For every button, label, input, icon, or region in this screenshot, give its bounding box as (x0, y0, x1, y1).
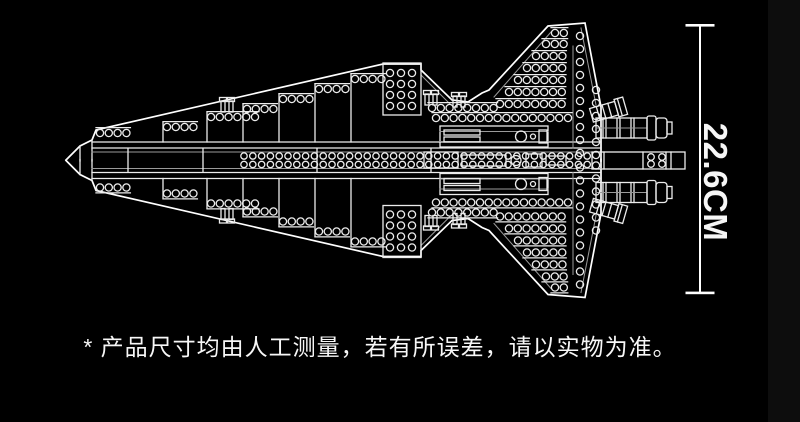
nose-cap-lines (79, 139, 93, 162)
shuttle-bottom-half-mirror (65, 158, 673, 299)
measurement-disclaimer: * 产品尺寸均由人工测量，若有所误差，请以实物为准。 (0, 328, 760, 362)
measurement-disclaimer-text: * 产品尺寸均由人工测量，若有所误差，请以实物为准。 (83, 334, 677, 360)
booster-nozzle (646, 115, 657, 141)
tail-rail (591, 151, 686, 170)
dimension-cap-top (685, 24, 715, 27)
dimension-annotation: 22.6CM (685, 24, 734, 295)
main-booster (595, 115, 673, 141)
fuselage-band-dividers (127, 148, 432, 173)
dimension-cap-bottom (685, 291, 715, 295)
plate-step-lines (162, 73, 352, 143)
hull-outline (64, 22, 602, 162)
shuttle-wireframe-drawing (64, 22, 686, 299)
shuttle-centerline-details (127, 148, 686, 173)
center-machinery (423, 151, 567, 169)
background-right-strip (768, 0, 800, 422)
deck-lines-gray (91, 27, 602, 153)
inner-engine-bar (439, 125, 549, 148)
dimension-label: 22.6CM (697, 123, 734, 242)
shuttle-top-half (64, 22, 673, 162)
stud-rows (95, 26, 601, 160)
peak-block (382, 62, 422, 116)
